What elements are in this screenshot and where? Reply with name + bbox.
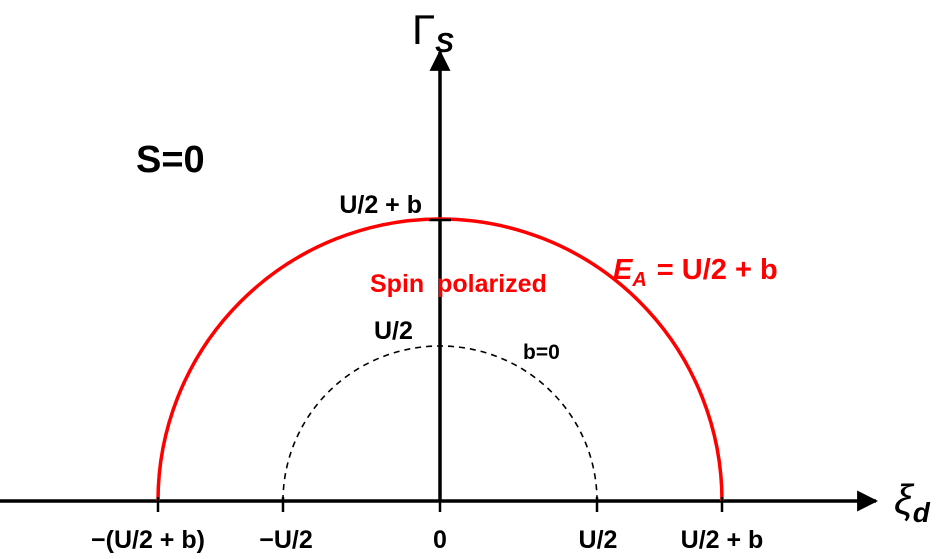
inner-dashed-semicircle <box>282 345 598 502</box>
state-label: S=0 <box>136 139 205 181</box>
y-axis-label: ΓS <box>412 6 454 58</box>
x-tick-label: −U/2 <box>259 526 313 554</box>
x-tick-label: −(U/2 + b) <box>91 526 205 554</box>
y-tick-label: U/2 + b <box>339 191 422 219</box>
inner-top-label: U/2 <box>374 317 413 345</box>
x-axis-label: ξd <box>894 476 931 528</box>
x-tick-marks <box>156 497 724 512</box>
region-label: Spin polarized <box>370 270 547 298</box>
x-tick-label: U/2 <box>579 526 618 554</box>
x-tick-label: U/2 + b <box>681 526 764 554</box>
outer-curve-label: EA= U/2 + b <box>613 254 778 291</box>
x-tick-label: 0 <box>433 526 447 554</box>
inner-curve-label: b=0 <box>523 341 560 364</box>
